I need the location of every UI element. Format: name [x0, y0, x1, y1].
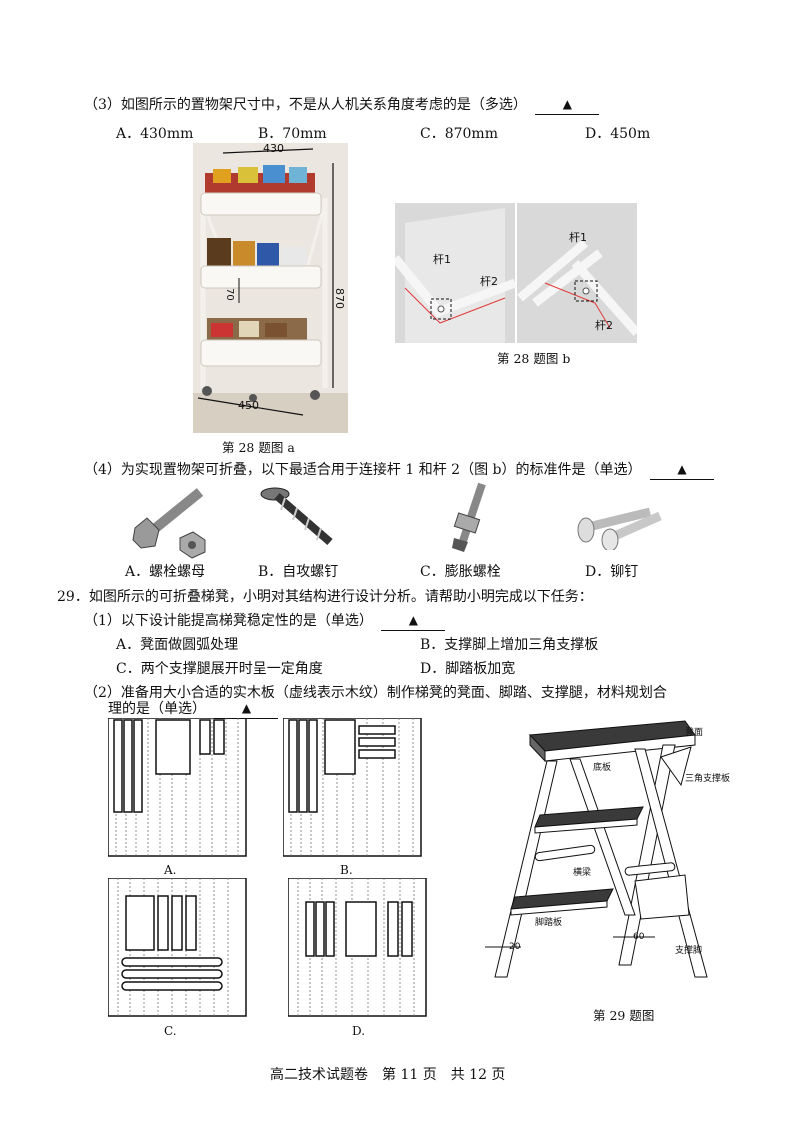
q29-1-option-a: A．凳面做圆弧处理 — [116, 637, 239, 653]
rod2-label-left: 杆2 — [480, 274, 498, 288]
label-triangle-plate: 三角支撑板 — [685, 772, 730, 784]
step-stool-drawing: 凳面 三角支撑板 底板 横梁 脚踏板 支撑脚 20 60 — [485, 720, 730, 978]
self-tapping-screw-icon — [260, 487, 333, 546]
q29-1-stem: （1）以下设计能提高梯凳稳定性的是（单选） — [84, 613, 373, 629]
dim-shelf-label: 70 — [224, 288, 235, 301]
option-a: A．430mm — [116, 126, 194, 142]
option-d: D．450m — [585, 126, 651, 142]
fastener-option-d: D．铆钉 — [585, 564, 639, 580]
q29-1-stem-line: （1）以下设计能提高梯凳稳定性的是（单选） ▲ — [84, 612, 446, 631]
board-layout-c — [108, 878, 247, 1017]
fig-28b: 杆1 杆2 杆1 杆2 — [391, 203, 641, 343]
q29-2-stem: 理的是（单选） — [108, 701, 206, 717]
fig-28a-caption: 第 28 题图 a — [222, 440, 295, 455]
hinge-detail-drawing: 杆1 杆2 杆1 杆2 — [391, 203, 641, 343]
rivet-icon — [577, 507, 662, 550]
bolt-nut-icon — [132, 488, 206, 559]
shelf-cart-photo: 430 870 70 450 — [193, 142, 348, 433]
label-dim-20: 20 — [509, 942, 521, 952]
rod1-label-right: 杆1 — [569, 230, 587, 244]
label-dim-60: 60 — [633, 932, 645, 942]
dim-bottom-label: 450 — [238, 399, 259, 412]
option-c: C．870mm — [420, 126, 498, 142]
board-layout-d — [288, 878, 427, 1017]
rod1-label-left: 杆1 — [433, 252, 451, 266]
q29-intro: 29．如图所示的可折叠梯凳，小明对其结构进行设计分析。请帮助小明完成以下任务： — [57, 589, 593, 605]
board-label-c: C. — [164, 1024, 177, 1038]
answer-blank[interactable]: ▲ — [649, 461, 714, 480]
label-base-board: 底板 — [593, 761, 611, 773]
board-label-a: A. — [164, 863, 177, 877]
q28-3-stem-line: （3）如图所示的置物架尺寸中，不是从人机关系角度考虑的是（多选） ▲ — [84, 96, 600, 115]
fastener-option-a: A．螺栓螺母 — [125, 564, 206, 580]
answer-blank[interactable]: ▲ — [381, 612, 446, 631]
board-layout-b — [283, 718, 422, 857]
q29-1-option-c: C．两个支撑腿展开时呈一定角度 — [116, 661, 323, 677]
fastener-option-b: B．自攻螺钉 — [258, 564, 339, 580]
expansion-bolt-icon — [452, 482, 486, 552]
label-seat: 凳面 — [685, 727, 703, 738]
board-layout-a — [108, 718, 247, 857]
fastener-option-c: C．膨胀螺栓 — [420, 564, 501, 580]
label-footboard: 脚踏板 — [535, 916, 562, 928]
q28-4-stem: （4）为实现置物架可折叠，以下最适合用于连接杆 1 和杆 2（图 b）的标准件是… — [84, 462, 642, 478]
label-support-leg: 支撑脚 — [675, 944, 702, 956]
rod2-label-right: 杆2 — [595, 318, 613, 332]
q29-1-option-b: B．支撑脚上增加三角支撑板 — [420, 637, 599, 653]
fig-29-caption: 第 29 题图 — [593, 1008, 655, 1023]
label-crossbar: 横梁 — [573, 866, 591, 878]
board-label-d: D. — [352, 1024, 366, 1038]
q28-3-stem: （3）如图所示的置物架尺寸中，不是从人机关系角度考虑的是（多选） — [84, 97, 527, 113]
q29-2-stem-line2: 理的是（单选） ▲ — [108, 700, 279, 719]
fig-28b-caption: 第 28 题图 b — [497, 351, 571, 366]
answer-blank[interactable]: ▲ — [214, 700, 279, 719]
answer-blank[interactable]: ▲ — [535, 96, 600, 115]
board-label-b: B. — [340, 863, 353, 877]
dim-height-label: 870 — [333, 288, 346, 309]
option-b: B．70mm — [258, 126, 327, 142]
q28-4-stem-line: （4）为实现置物架可折叠，以下最适合用于连接杆 1 和杆 2（图 b）的标准件是… — [84, 461, 714, 480]
dim-top-label: 430 — [263, 143, 284, 155]
q29-2-stem-line1: （2）准备用大小合适的实木板（虚线表示木纹）制作梯凳的凳面、脚踏、支撑腿，材料规… — [84, 685, 667, 701]
q29-1-option-d: D．脚踏板加宽 — [420, 661, 516, 677]
page-footer: 高二技术试题卷 第 11 页 共 12 页 — [270, 1067, 506, 1083]
shelf-cart-drawing: 430 870 70 450 — [193, 142, 348, 433]
